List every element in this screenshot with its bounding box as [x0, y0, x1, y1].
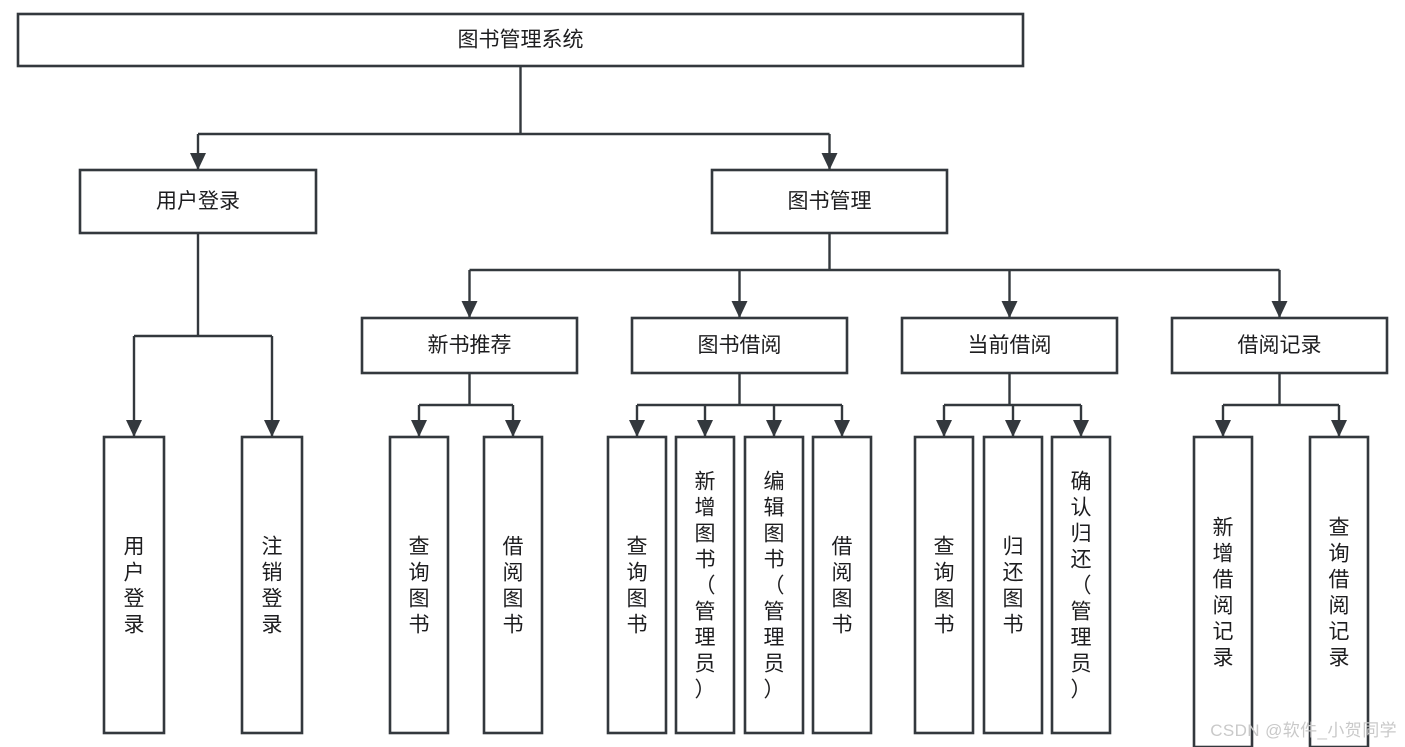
leaf-confirm-return-box — [1050, 435, 1112, 735]
node-leaf-query-record[interactable]: 查询借阅记录 — [1308, 435, 1370, 747]
node-leaf-borrow-book-1[interactable]: 借阅图书 — [482, 435, 544, 735]
root-node-box — [16, 12, 1025, 68]
leaf-user-logout-box — [240, 435, 304, 735]
node-borrow-record[interactable]: 借阅记录 — [1170, 316, 1389, 375]
leaf-query-book-3-label: 查询图书 — [934, 535, 955, 636]
arrow-head-icon — [411, 420, 427, 437]
node-leaf-query-book-1[interactable]: 查询图书 — [388, 435, 450, 735]
arrow-head-icon — [821, 153, 838, 170]
node-current-borrow[interactable]: 当前借阅 — [900, 316, 1119, 375]
new-book-recommend-label: 新书推荐 — [428, 334, 512, 357]
arrow-head-icon — [264, 420, 280, 437]
leaf-add-record-box — [1192, 435, 1254, 747]
leaf-return-book-label: 归还图书 — [1003, 535, 1024, 636]
node-user-login[interactable]: 用户登录 — [78, 168, 318, 235]
csdn-watermark: CSDN @软件_小贺同学 — [1210, 721, 1397, 740]
node-leaf-add-record[interactable]: 新增借阅记录 — [1192, 435, 1254, 747]
arrow-head-icon — [697, 420, 713, 437]
arrow-head-icon — [1005, 420, 1021, 437]
leaf-user-logout-label: 注销登录 — [262, 535, 283, 636]
node-leaf-edit-book[interactable]: 编辑图书（管理员） — [743, 435, 805, 735]
leaf-query-book-1-label: 查询图书 — [409, 535, 430, 636]
book-borrow-box — [630, 316, 849, 375]
leaf-borrow-book-1-box — [482, 435, 544, 735]
arrow-head-icon — [731, 301, 748, 318]
user-login-label: 用户登录 — [156, 190, 240, 213]
book-borrow-label: 图书借阅 — [698, 334, 782, 357]
arrow-head-icon — [834, 420, 850, 437]
arrow-head-icon — [1073, 420, 1089, 437]
node-leaf-query-book-3[interactable]: 查询图书 — [913, 435, 975, 735]
leaf-user-login-box — [102, 435, 166, 735]
root-node-label: 图书管理系统 — [458, 29, 584, 52]
arrow-head-icon — [126, 420, 142, 437]
leaf-borrow-book-2-box — [811, 435, 873, 735]
current-borrow-label: 当前借阅 — [968, 334, 1052, 357]
arrow-head-icon — [1271, 301, 1288, 318]
node-root[interactable]: 图书管理系统 — [16, 12, 1025, 68]
node-leaf-confirm-return[interactable]: 确认归还（管理员） — [1050, 435, 1112, 735]
node-leaf-user-logout[interactable]: 注销登录 — [240, 435, 304, 735]
node-book-manage[interactable]: 图书管理 — [710, 168, 949, 235]
node-new-book-recommend[interactable]: 新书推荐 — [360, 316, 579, 375]
arrow-head-icon — [1331, 420, 1347, 437]
leaf-add-book-label: 新增图书（管理员） — [695, 470, 716, 701]
arrow-head-icon — [766, 420, 782, 437]
leaf-return-book-box — [982, 435, 1044, 735]
current-borrow-box — [900, 316, 1119, 375]
arrow-head-icon — [936, 420, 952, 437]
leaf-query-record-box — [1308, 435, 1370, 747]
arrow-head-icon — [461, 301, 478, 318]
arrow-head-icon — [1001, 301, 1018, 318]
leaf-edit-book-box — [743, 435, 805, 735]
leaf-query-book-2-box — [606, 435, 668, 735]
borrow-record-box — [1170, 316, 1389, 375]
book-manage-box — [710, 168, 949, 235]
leaf-query-book-1-box — [388, 435, 450, 735]
node-leaf-return-book[interactable]: 归还图书 — [982, 435, 1044, 735]
borrow-record-label: 借阅记录 — [1238, 334, 1322, 357]
node-leaf-user-login[interactable]: 用户登录 — [102, 435, 166, 735]
arrow-head-icon — [505, 420, 521, 437]
book-manage-label: 图书管理 — [788, 190, 872, 213]
node-book-borrow[interactable]: 图书借阅 — [630, 316, 849, 375]
leaf-user-login-label: 用户登录 — [124, 535, 145, 636]
node-leaf-add-book[interactable]: 新增图书（管理员） — [674, 435, 736, 735]
leaf-add-book-box — [674, 435, 736, 735]
leaf-query-book-3-box — [913, 435, 975, 735]
leaf-add-record-label: 新增借阅记录 — [1213, 516, 1234, 669]
leaf-query-book-2-label: 查询图书 — [627, 535, 648, 636]
leaf-query-record-label: 查询借阅记录 — [1329, 516, 1350, 669]
leaf-borrow-book-2-label: 借阅图书 — [832, 535, 853, 636]
leaf-borrow-book-1-label: 借阅图书 — [503, 535, 524, 636]
leaf-edit-book-label: 编辑图书（管理员） — [764, 470, 785, 701]
arrow-head-icon — [629, 420, 645, 437]
arrow-head-icon — [1215, 420, 1231, 437]
node-leaf-query-book-2[interactable]: 查询图书 — [606, 435, 668, 735]
node-leaf-borrow-book-2[interactable]: 借阅图书 — [811, 435, 873, 735]
arrow-head-icon — [190, 153, 206, 170]
leaf-confirm-return-label: 确认归还（管理员） — [1071, 470, 1092, 701]
